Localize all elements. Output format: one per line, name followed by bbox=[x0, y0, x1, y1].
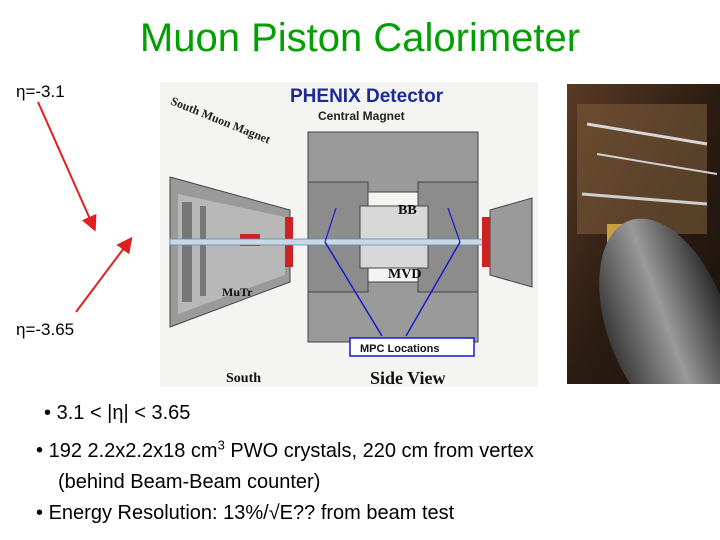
bb-label: BB bbox=[398, 203, 417, 218]
south-label: South bbox=[226, 371, 261, 386]
beam-pipe bbox=[170, 239, 530, 245]
central-magnet-label: Central Magnet bbox=[318, 109, 405, 123]
apparatus-photo bbox=[567, 84, 720, 384]
mpc-locations-label: MPC Locations bbox=[360, 343, 439, 355]
side-view-label: Side View bbox=[370, 368, 446, 387]
bullet-crystals: • 192 2.2x2.2x18 cm3 PWO crystals, 220 c… bbox=[36, 429, 716, 467]
bullet-eta-range-text: 3.1 < |η| < 3.65 bbox=[57, 402, 191, 424]
bullet-list: • 3.1 < |η| < 3.65 • 192 2.2x2.2x18 cm3 … bbox=[36, 398, 716, 529]
bullet-energy-resolution: • Energy Resolution: 13%/√E?? from beam … bbox=[36, 498, 716, 529]
bullet-eta-range: • 3.1 < |η| < 3.65 bbox=[36, 398, 716, 429]
mutr-label: MuTr bbox=[222, 285, 253, 299]
bullet-crystals-text: 192 2.2x2.2x18 cm3 PWO crystals, 220 cm … bbox=[49, 440, 534, 462]
mvd-label: MVD bbox=[388, 267, 421, 282]
bullet-energy-resolution-text: Energy Resolution: 13%/√E?? from beam te… bbox=[49, 502, 455, 524]
diagram-title: PHENIX Detector bbox=[290, 86, 444, 107]
eta-top-arrow bbox=[38, 102, 94, 228]
eta-bottom-arrow bbox=[76, 240, 130, 312]
phenix-detector-diagram: PHENIX Detector Central Magnet South Muo… bbox=[160, 82, 538, 387]
bullet-crystals-continued: (behind Beam-Beam counter) bbox=[36, 467, 716, 498]
